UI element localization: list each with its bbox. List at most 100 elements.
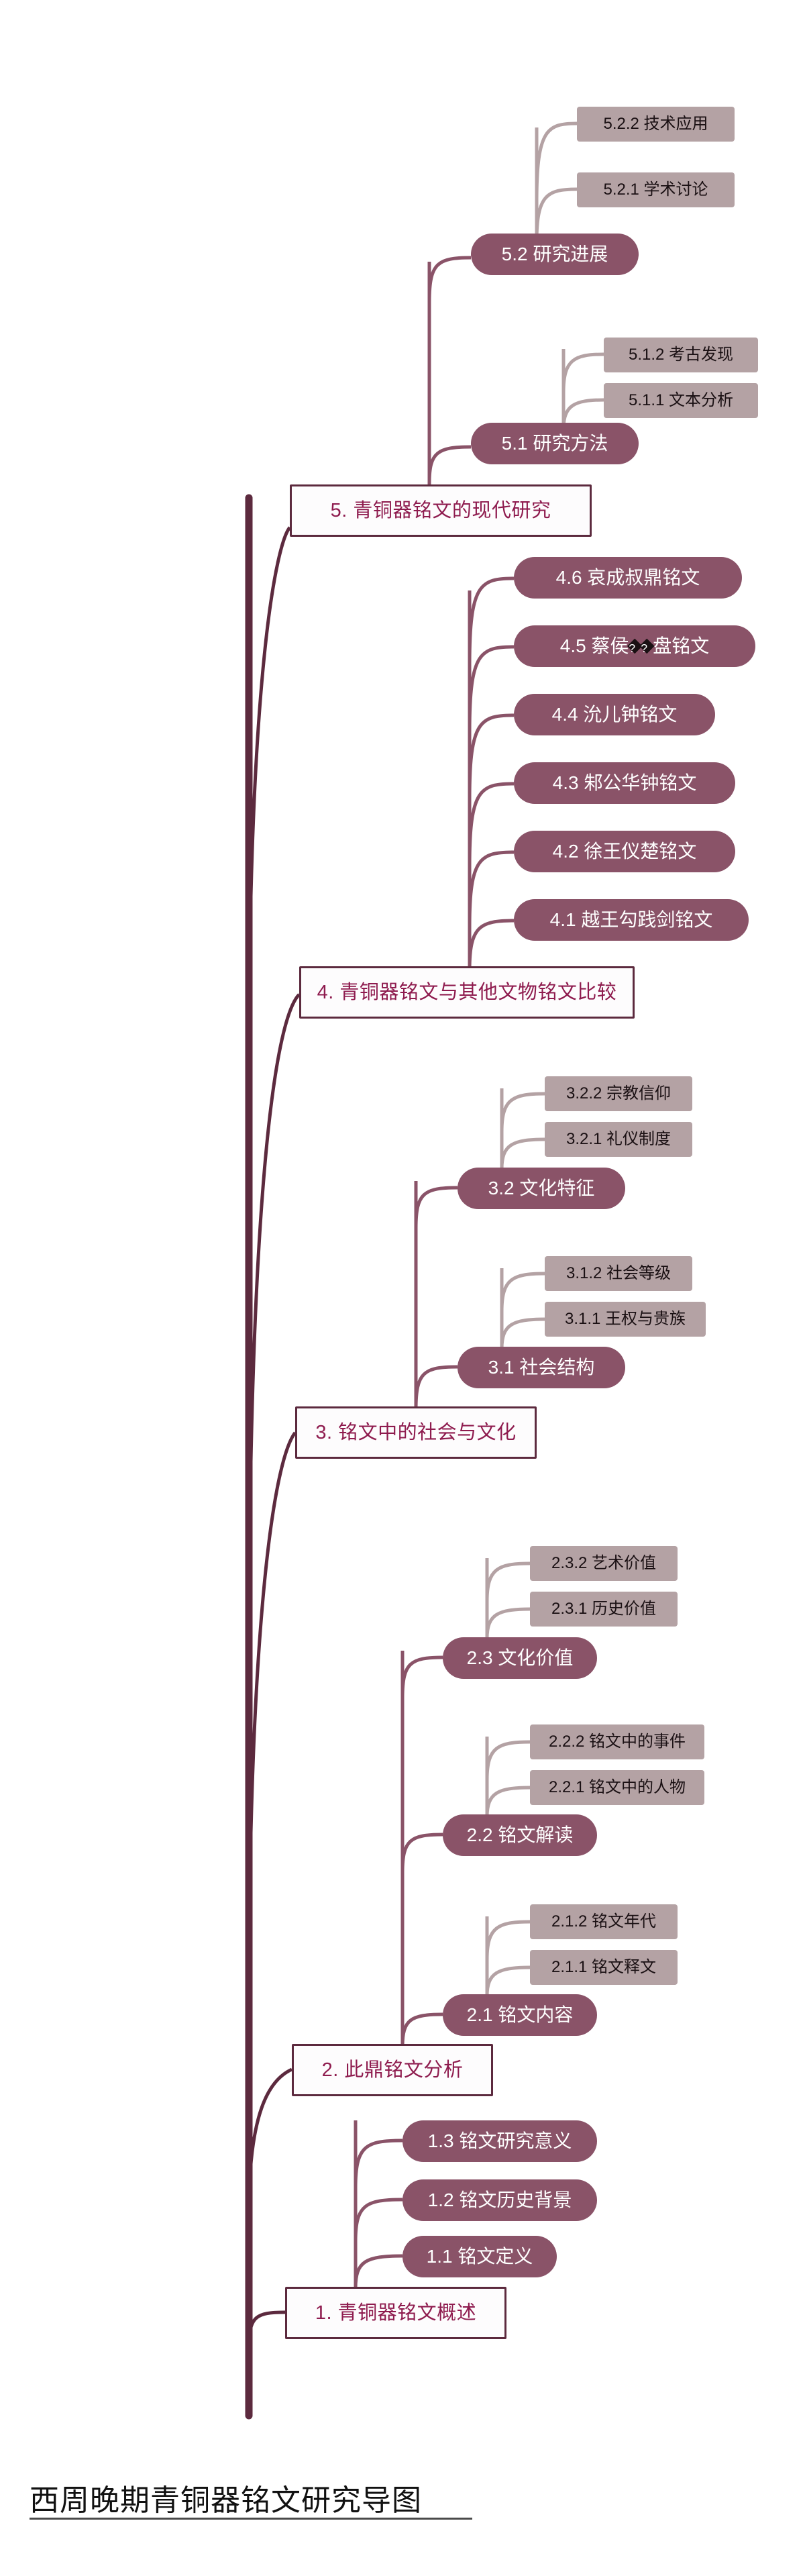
node-label: 1.2 铭文历史背景 bbox=[427, 2189, 572, 2210]
node-label: 1.1 铭文定义 bbox=[426, 2246, 533, 2267]
edge-n4-4_2 bbox=[468, 850, 515, 927]
edge-n2_3-2 bbox=[485, 1561, 531, 1602]
node-label: 2. 此鼎铭文分析 bbox=[321, 2059, 464, 2081]
node-2-3-2[interactable]: 2.3.2 艺术价值 bbox=[530, 1546, 678, 1581]
node-label: 3. 铭文中的社会与文化 bbox=[315, 1421, 517, 1443]
node-label: 2.3 文化价值 bbox=[466, 1647, 574, 1668]
edge-n1-1_2 bbox=[354, 2198, 403, 2242]
node-5-1[interactable]: 5.1 研究方法 bbox=[471, 423, 639, 464]
node-1[interactable]: 1. 青铜器铭文概述 bbox=[285, 2287, 506, 2339]
node-label: 4.6 哀成叔鼎铭文 bbox=[555, 567, 700, 588]
node-5-1-2[interactable]: 5.1.2 考古发现 bbox=[604, 338, 758, 372]
node-label: 3.1 社会结构 bbox=[488, 1357, 595, 1378]
node-4-1[interactable]: 4.1 越王勾践剑铭文 bbox=[514, 899, 749, 941]
node-2[interactable]: 2. 此鼎铭文分析 bbox=[292, 2044, 493, 2096]
edge-n2_2-1 bbox=[485, 1786, 531, 1818]
edge-n3-3_2 bbox=[414, 1186, 458, 1229]
node-5[interactable]: 5. 青铜器铭文的现代研究 bbox=[290, 484, 592, 537]
node-label: 5. 青铜器铭文的现代研究 bbox=[330, 499, 551, 521]
node-2-2-1[interactable]: 2.2.1 铭文中的人物 bbox=[530, 1770, 704, 1805]
node-5-2[interactable]: 5.2 研究进展 bbox=[471, 234, 639, 275]
node-label: 2.1.2 铭文年代 bbox=[551, 1912, 657, 1930]
node-label: 1. 青铜器铭文概述 bbox=[315, 2302, 477, 2324]
edge-n2_3-1 bbox=[485, 1607, 531, 1639]
node-1-3[interactable]: 1.3 铭文研究意义 bbox=[402, 2120, 597, 2162]
edge-n1-1_1 bbox=[354, 2254, 403, 2289]
node-3-2-2[interactable]: 3.2.2 宗教信仰 bbox=[545, 1076, 692, 1111]
node-label: 5.2 研究进展 bbox=[501, 244, 608, 264]
edge-n5_2-2 bbox=[535, 121, 578, 202]
node-3-1[interactable]: 3.1 社会结构 bbox=[458, 1347, 625, 1388]
node-label: 2.2 铭文解读 bbox=[466, 1824, 574, 1845]
edge-n3-3_1 bbox=[414, 1365, 458, 1410]
node-label: 5.2.1 学术讨论 bbox=[603, 181, 708, 199]
edge-n5_1-2 bbox=[561, 352, 604, 393]
node-2-1-1[interactable]: 2.1.1 铭文释文 bbox=[530, 1950, 678, 1985]
node-label: 4.4 沇儿钟铭文 bbox=[551, 704, 678, 725]
node-3-1-2[interactable]: 3.1.2 社会等级 bbox=[545, 1256, 692, 1291]
node-label: 3.2 文化特征 bbox=[488, 1178, 595, 1198]
node-label: 2.1 铭文内容 bbox=[466, 2004, 574, 2025]
node-label: 2.1.1 铭文释文 bbox=[551, 1958, 657, 1976]
edge-root-n3 bbox=[247, 1431, 297, 2014]
node-2-3[interactable]: 2.3 文化价值 bbox=[443, 1637, 597, 1679]
edge-n5-5_1 bbox=[427, 445, 472, 484]
node-label: 2.2.1 铭文中的人物 bbox=[548, 1778, 686, 1796]
node-label: 2.2.2 铭文中的事件 bbox=[548, 1733, 686, 1751]
edge-root-n4 bbox=[247, 993, 301, 1678]
node-5-2-1[interactable]: 5.2.1 学术讨论 bbox=[577, 172, 735, 207]
edge-n4-4_6 bbox=[468, 576, 515, 665]
edge-n4-4_1 bbox=[468, 919, 515, 970]
node-label: 4.2 徐王仪楚铭文 bbox=[552, 841, 697, 862]
node-label: 5.1.2 考古发现 bbox=[628, 346, 734, 364]
edge-n1-1_3 bbox=[354, 2139, 403, 2188]
node-label-suffix: 盘铭文 bbox=[653, 635, 710, 656]
edge-n3_2-1 bbox=[500, 1137, 545, 1170]
node-label: 3.2.1 礼仪制度 bbox=[566, 1130, 672, 1148]
node-3-1-1[interactable]: 3.1.1 王权与贵族 bbox=[545, 1302, 706, 1337]
edge-n4-4_5 bbox=[468, 645, 515, 732]
node-label: 5.1.1 文本分析 bbox=[628, 391, 734, 409]
node-2-2[interactable]: 2.2 铭文解读 bbox=[443, 1814, 597, 1856]
node-5-2-2[interactable]: 5.2.2 技术应用 bbox=[577, 107, 735, 142]
node-label-prefix: 4.5 蔡侯 bbox=[559, 635, 629, 656]
node-3-2[interactable]: 3.2 文化特征 bbox=[458, 1168, 625, 1209]
edge-n2-2_2 bbox=[400, 1833, 443, 1873]
edge-n2-2_1 bbox=[400, 2012, 443, 2047]
node-3[interactable]: 3. 铭文中的社会与文化 bbox=[295, 1406, 537, 1459]
node-1-1[interactable]: 1.1 铭文定义 bbox=[402, 2236, 557, 2277]
edge-n3_1-1 bbox=[500, 1317, 545, 1349]
edge-root-n5 bbox=[247, 526, 291, 1074]
edge-n2_1-2 bbox=[485, 1920, 531, 1960]
title-underline bbox=[30, 2518, 472, 2520]
node-1-2[interactable]: 1.2 铭文历史背景 bbox=[402, 2179, 597, 2221]
edge-root-n1 bbox=[247, 2310, 286, 2349]
node-4-6[interactable]: 4.6 哀成叔鼎铭文 bbox=[514, 557, 742, 599]
node-2-1[interactable]: 2.1 铭文内容 bbox=[443, 1994, 597, 2036]
edge-n4-4_3 bbox=[468, 782, 515, 866]
node-4-3[interactable]: 4.3 邾公华钟铭文 bbox=[514, 762, 735, 804]
node-label: 2.3.1 历史价值 bbox=[551, 1600, 657, 1618]
node-4-4[interactable]: 4.4 沇儿钟铭文 bbox=[514, 694, 715, 735]
node-label: 1.3 铭文研究意义 bbox=[427, 2130, 572, 2151]
node-label: 4. 青铜器铭文与其他文物铭文比较 bbox=[317, 981, 617, 1003]
node-label: 5.1 研究方法 bbox=[501, 433, 608, 454]
node-label: 3.1.2 社会等级 bbox=[566, 1264, 672, 1282]
edge-n2_1-1 bbox=[485, 1965, 531, 1997]
edge-root-n2 bbox=[247, 2067, 293, 2215]
node-4-5[interactable]: 4.5 蔡侯??盘铭文 bbox=[514, 625, 755, 667]
edge-n4-4_4 bbox=[468, 713, 515, 799]
edge-n5-5_2 bbox=[427, 256, 472, 303]
node-3-2-1[interactable]: 3.2.1 礼仪制度 bbox=[545, 1122, 692, 1157]
node-5-1-1[interactable]: 5.1.1 文本分析 bbox=[604, 383, 758, 418]
node-4[interactable]: 4. 青铜器铭文与其他文物铭文比较 bbox=[299, 966, 635, 1019]
node-2-3-1[interactable]: 2.3.1 历史价值 bbox=[530, 1592, 678, 1627]
node-2-1-2[interactable]: 2.1.2 铭文年代 bbox=[530, 1904, 678, 1939]
node-2-2-2[interactable]: 2.2.2 铭文中的事件 bbox=[530, 1724, 704, 1759]
node-label: 3.1.1 王权与贵族 bbox=[564, 1310, 686, 1328]
node-label: 4.1 越王勾践剑铭文 bbox=[549, 909, 713, 930]
edge-n2-2_3 bbox=[400, 1655, 443, 1698]
node-4-2[interactable]: 4.2 徐王仪楚铭文 bbox=[514, 831, 735, 872]
edge-n3_1-2 bbox=[500, 1272, 545, 1312]
